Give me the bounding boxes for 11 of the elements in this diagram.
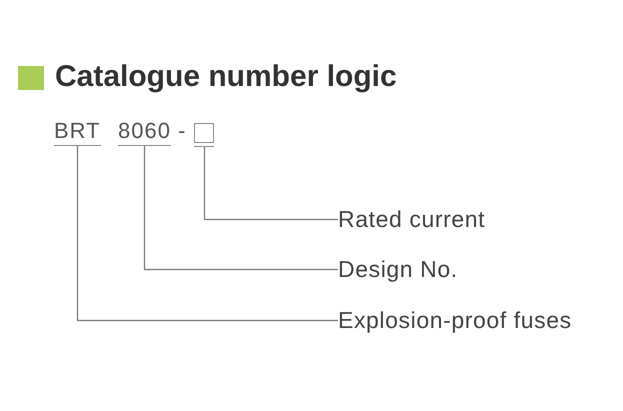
leader-line bbox=[144, 146, 338, 270]
code-segment: BRT bbox=[54, 119, 101, 146]
blank-code-box bbox=[194, 121, 214, 147]
leader-line bbox=[204, 147, 338, 220]
code-segment: 8060 bbox=[118, 119, 171, 146]
leader-label: Explosion-proof fuses bbox=[338, 307, 572, 333]
leader-line bbox=[76, 146, 338, 322]
leader-label: Rated current bbox=[338, 206, 486, 232]
title: Catalogue number logic bbox=[55, 59, 397, 95]
separator-dash: - bbox=[178, 119, 186, 143]
leader-label: Design No. bbox=[338, 256, 458, 282]
